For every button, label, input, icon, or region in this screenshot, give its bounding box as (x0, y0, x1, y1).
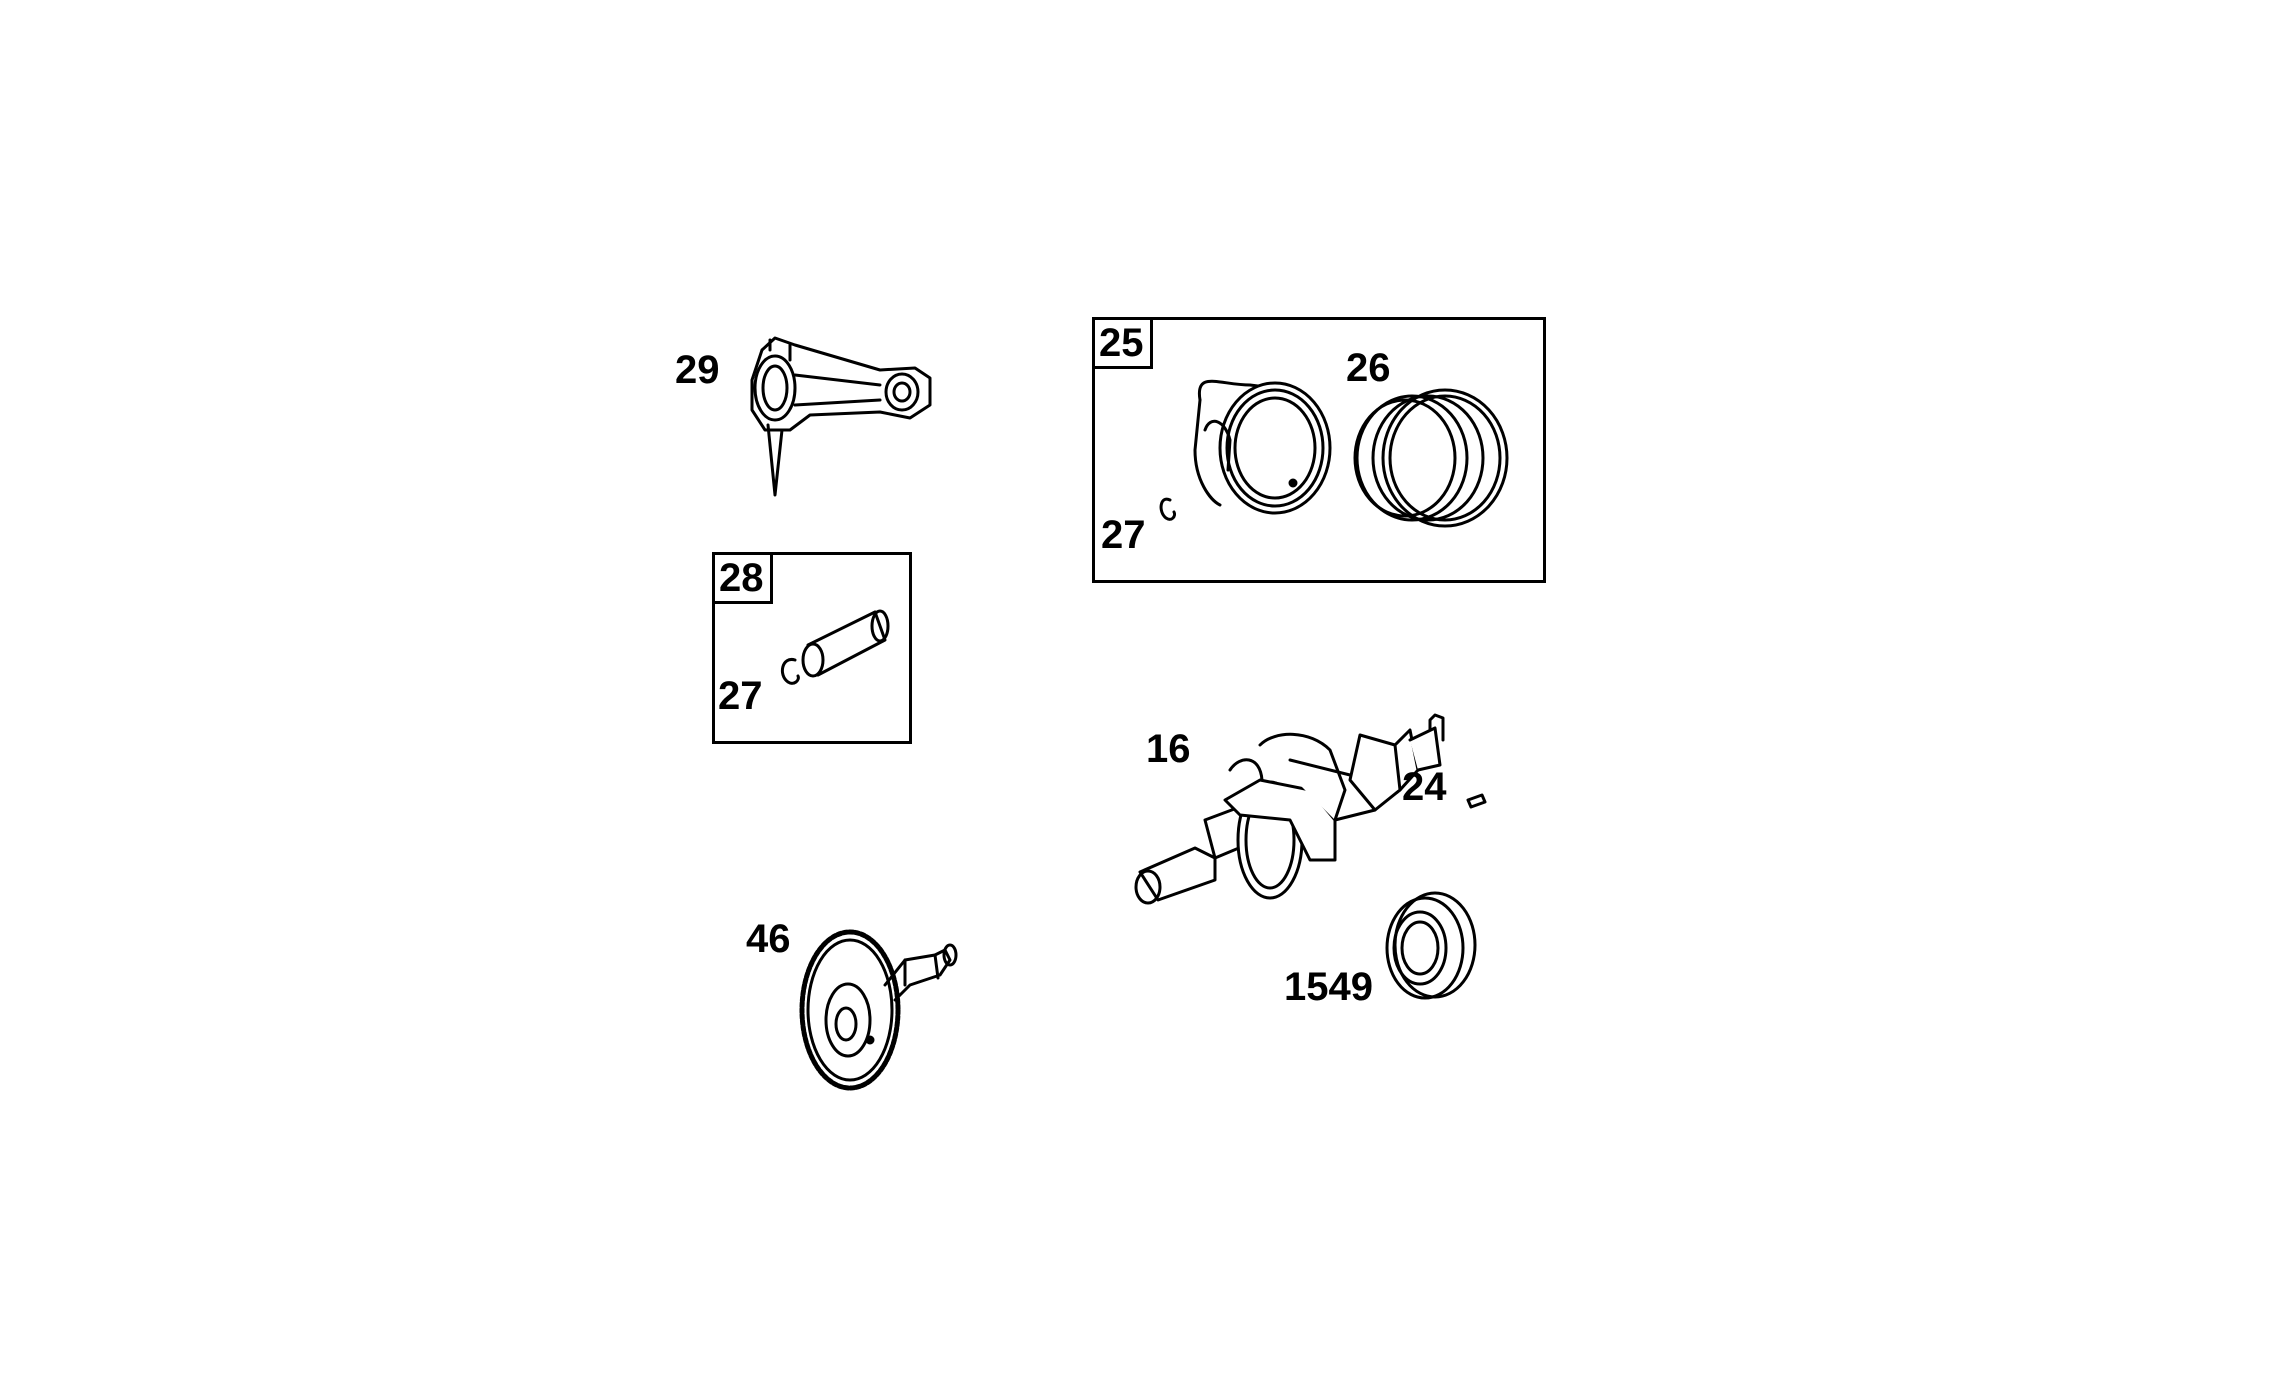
callout-27-in-25[interactable]: 27 (1101, 513, 1146, 557)
group-25-panel (1092, 317, 1546, 583)
seal-illustration[interactable] (1385, 891, 1477, 1000)
callout-27-in-28[interactable]: 27 (718, 674, 763, 718)
crankshaft-illustration[interactable] (1134, 713, 1487, 905)
piston-pin-illustration[interactable] (780, 609, 890, 685)
group-28-panel (712, 552, 912, 744)
connecting-rod-illustration[interactable] (750, 336, 932, 497)
group-28-label[interactable]: 28 (715, 555, 773, 604)
piston-illustration[interactable] (1159, 379, 1332, 521)
callout-26[interactable]: 26 (1346, 346, 1391, 390)
callout-46[interactable]: 46 (746, 917, 791, 961)
callout-24[interactable]: 24 (1402, 765, 1447, 809)
group-25-label[interactable]: 25 (1095, 320, 1153, 369)
callout-16[interactable]: 16 (1146, 727, 1191, 771)
camshaft-illustration[interactable] (799, 929, 958, 1091)
callout-1549[interactable]: 1549 (1284, 965, 1373, 1009)
callout-29[interactable]: 29 (675, 348, 720, 392)
piston-rings-illustration[interactable] (1353, 388, 1509, 528)
